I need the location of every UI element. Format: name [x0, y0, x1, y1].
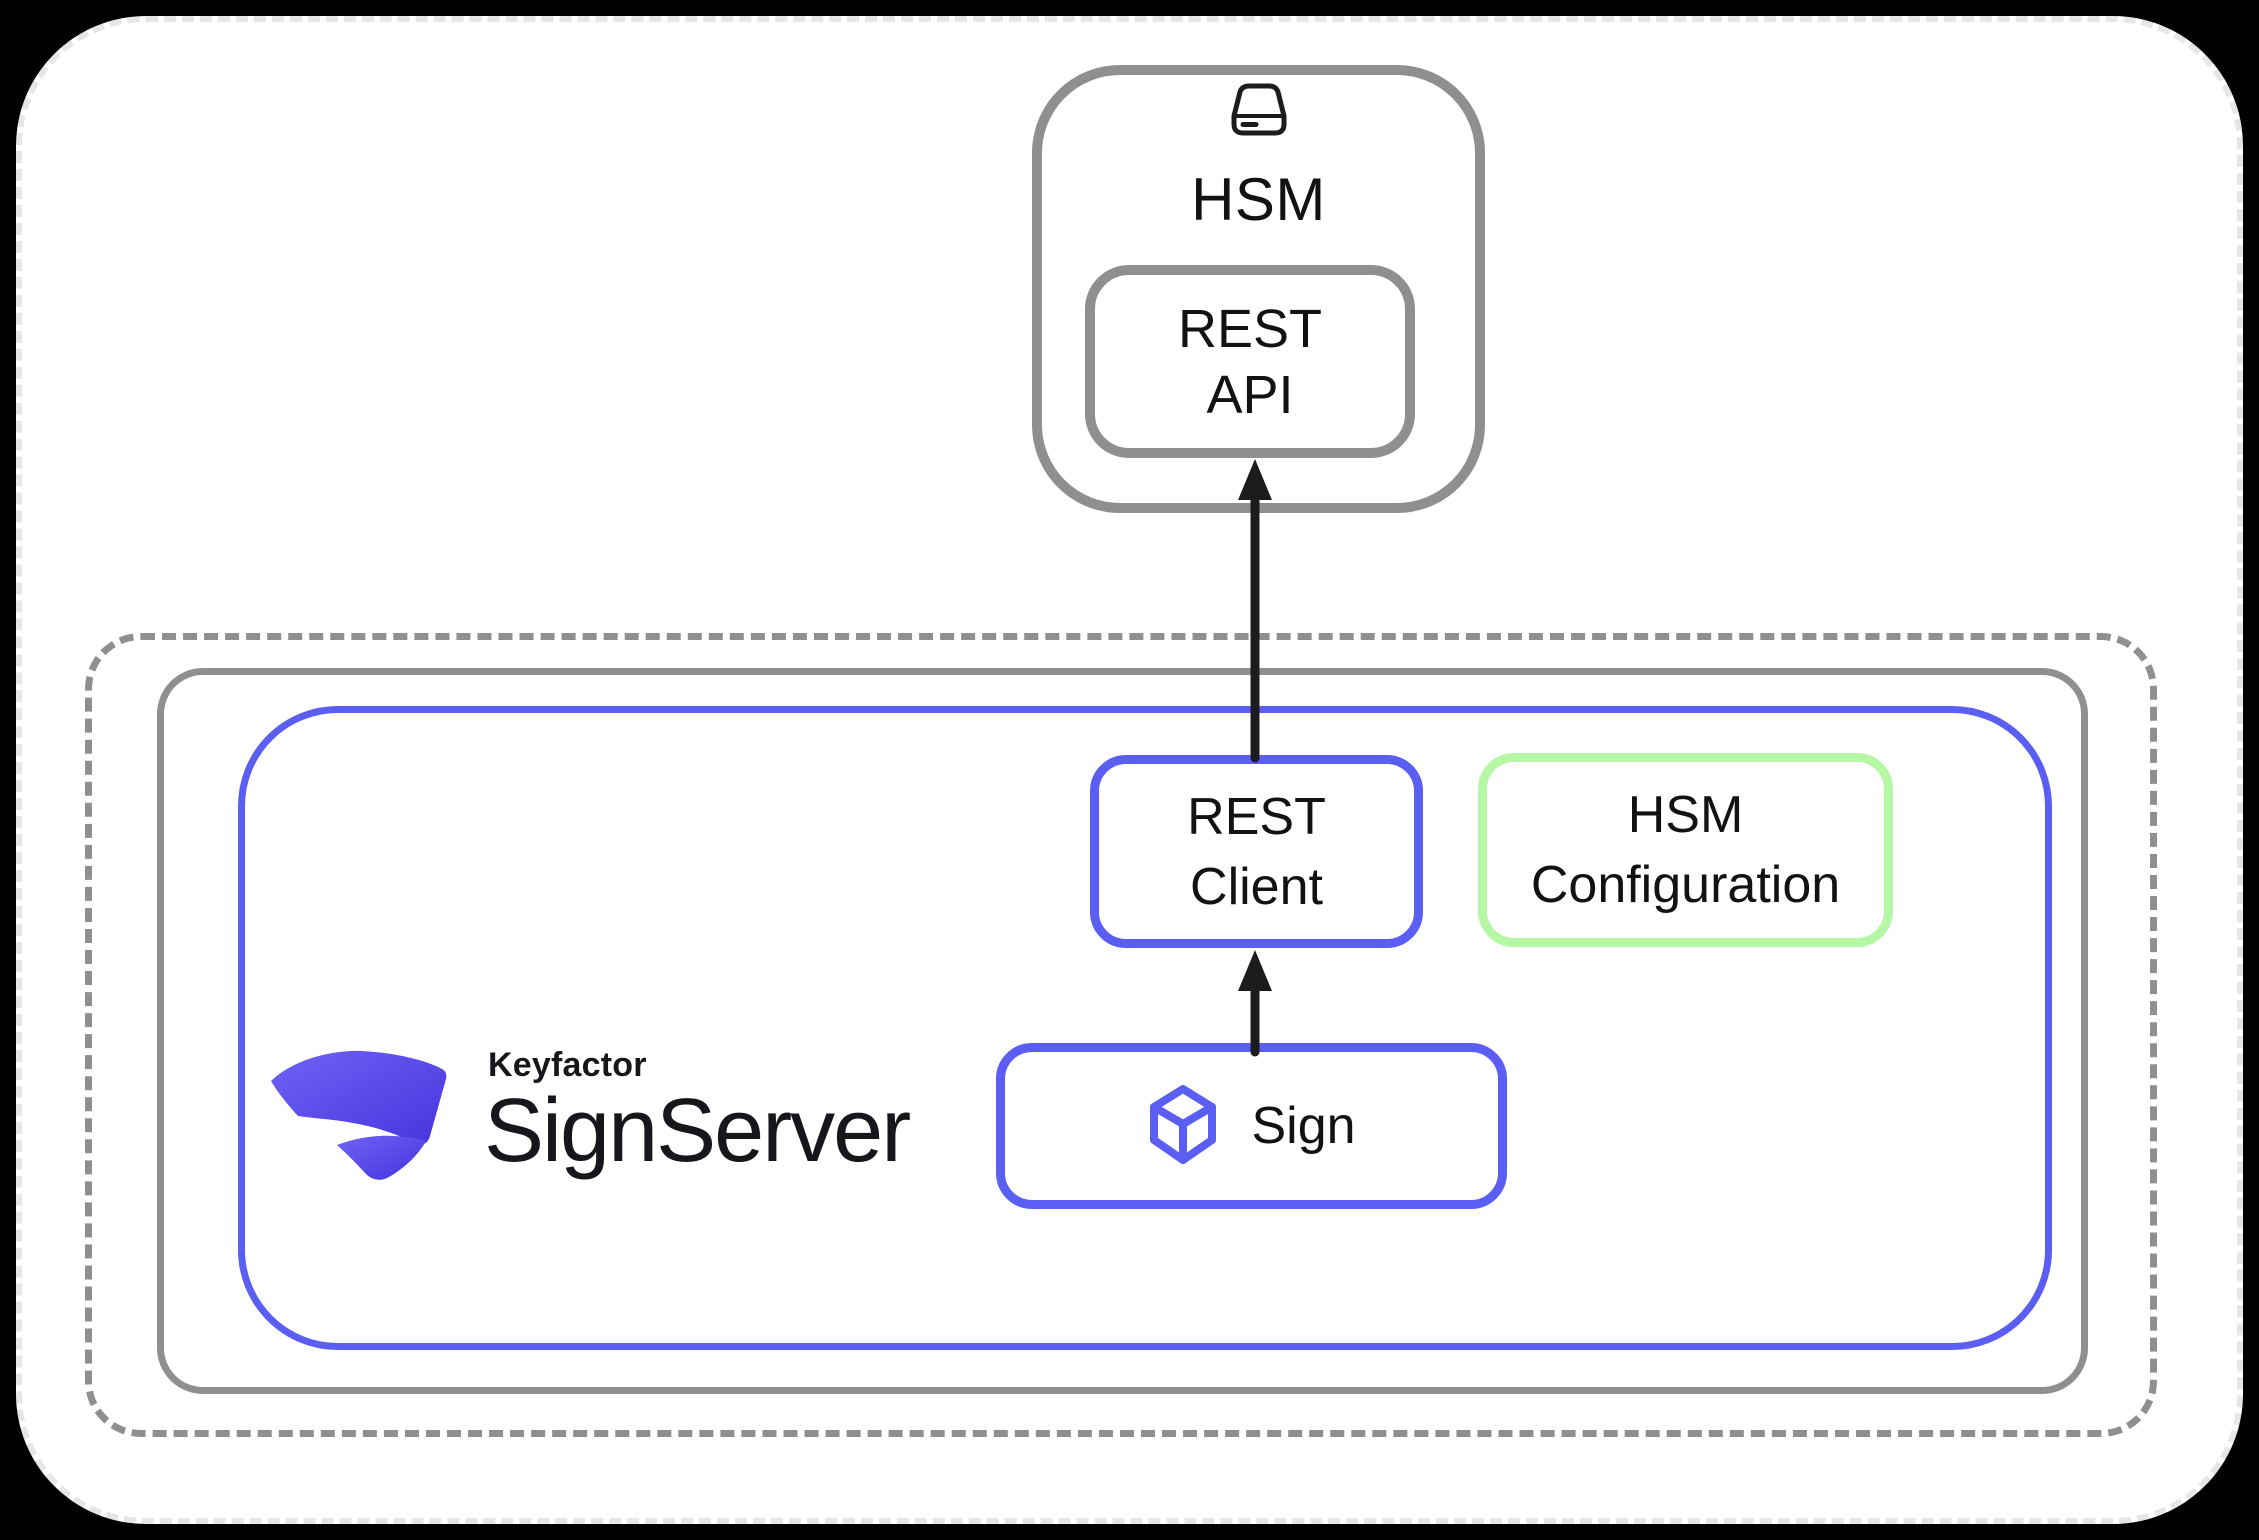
hsm-label: HSM — [1191, 166, 1326, 233]
rest-api-label-line1: REST — [1177, 298, 1323, 359]
sign-label: Sign — [1251, 1097, 1356, 1155]
server-gray-zone — [157, 668, 2088, 1394]
hsm-configuration-box: HSM Configuration — [1478, 753, 1893, 947]
signserver-blue-zone — [238, 706, 2052, 1350]
rest-client-label-line1: REST — [1187, 787, 1326, 846]
rest-client-label-line2: Client — [1190, 857, 1323, 916]
sign-box: Sign — [996, 1043, 1507, 1209]
keyfactor-signserver-logo: Keyfactor SignServer — [270, 1044, 950, 1204]
keyfactor-wordmark: Keyfactor — [488, 1046, 647, 1084]
rest-client-box: REST Client — [1090, 755, 1423, 948]
rest-api-label-line2: API — [1206, 364, 1294, 425]
signserver-wordmark: SignServer — [484, 1081, 911, 1181]
keyfactor-logo-icon — [270, 1048, 450, 1188]
hsm-device-icon — [1223, 81, 1295, 144]
hsm-configuration-label-line1: HSM — [1627, 786, 1744, 844]
hsm-configuration-label-line2: Configuration — [1530, 856, 1841, 914]
onprem-dashed-zone — [85, 633, 2157, 1437]
cube-icon — [1147, 1084, 1219, 1169]
rest-api-box: REST API — [1085, 265, 1415, 458]
